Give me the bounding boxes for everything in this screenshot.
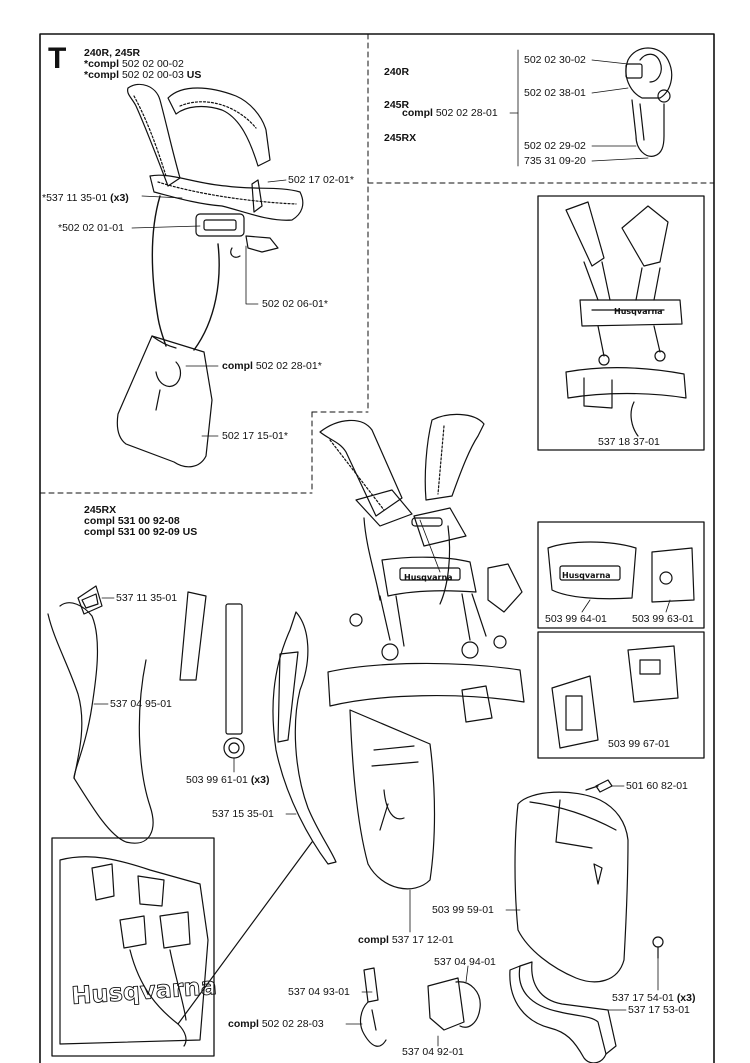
- detail-inset-drawing: [59, 841, 313, 1047]
- strap-mid-drawing: [223, 603, 245, 759]
- part-label: compl 537 17 12-01: [358, 934, 454, 946]
- harness-box-frame: [537, 195, 705, 451]
- part-label: 537 17 53-01: [628, 1004, 690, 1016]
- part-label: compl 502 02 28-03: [228, 1018, 324, 1030]
- part-label: 503 99 63-01: [632, 613, 694, 625]
- brand-mark-pad: Husqvarna: [562, 571, 611, 580]
- compl-suffix: US: [186, 69, 202, 81]
- model-name: 245RX: [384, 132, 417, 144]
- bolt-drawing: [652, 936, 664, 959]
- part-label: 501 60 82-01: [626, 780, 688, 792]
- harness-245rx-drawing: [319, 413, 525, 890]
- part-label: *537 11 35-01 (x3): [42, 192, 129, 204]
- part-label: 503 99 67-01: [608, 738, 670, 750]
- part-label: 502 02 06-01*: [262, 298, 328, 310]
- part-label: 502 02 38-01: [524, 87, 586, 99]
- leaders-top-right: [509, 49, 649, 167]
- compl-number-2: 502 02 00-03: [121, 69, 184, 81]
- model-title-245rx: 245RX: [84, 504, 117, 516]
- brand-mark-box: Husqvarna: [614, 307, 663, 316]
- section-letter: T: [48, 42, 67, 75]
- part-label: 537 18 37-01: [598, 436, 660, 448]
- strap-left-drawing: [47, 585, 207, 844]
- rx-compl-2: compl 531 00 92-09 US: [84, 526, 198, 538]
- detail-inset-frame: [51, 837, 215, 1057]
- svg-text:Husqvarna: Husqvarna: [70, 972, 217, 1010]
- part-label: 537 04 92-01: [402, 1046, 464, 1058]
- section-dividers: [39, 33, 715, 494]
- frame-drawing: [509, 961, 617, 1063]
- screw-drawing: [585, 779, 613, 793]
- clip-box-drawing: [551, 645, 679, 749]
- part-label: 537 04 95-01: [110, 698, 172, 710]
- compl-number-1: 502 02 00-02: [121, 58, 184, 70]
- part-label: compl 502 02 28-01*: [222, 360, 322, 372]
- model-name: 240R: [384, 66, 410, 78]
- compl-word: *compl: [84, 58, 120, 70]
- part-label: 537 11 35-01: [116, 592, 178, 604]
- brand-marks: Husqvarna Husqvarna Husqvarna: [404, 307, 663, 582]
- compl-line-1: *compl 502 02 00-02: [84, 58, 184, 70]
- hook-a-drawing: [359, 967, 387, 1047]
- part-label: *502 02 01-01: [58, 222, 124, 234]
- part-label: 537 04 94-01: [434, 956, 496, 968]
- snap-hook-drawing: [625, 47, 673, 157]
- rx-compl-1: compl 531 00 92-08: [84, 515, 180, 527]
- model-title-240r: 240R, 245R: [84, 47, 141, 59]
- harness-240r-drawing: [116, 83, 304, 468]
- harness-box-drawing: [565, 201, 687, 437]
- hip-pad-drawing: [514, 791, 629, 983]
- brand-mark-inset: Husqvarna: [70, 971, 218, 1010]
- part-label: 502 02 30-02: [524, 54, 586, 66]
- page-frame: [39, 33, 715, 1063]
- pad-box-drawing: [547, 541, 695, 603]
- part-label: 502 02 29-02: [524, 140, 586, 152]
- compl-word: *compl: [84, 69, 120, 81]
- snap-hook-compl: compl 502 02 28-01: [402, 107, 498, 119]
- pad-box-frame: [537, 521, 705, 629]
- hook-b-drawing: [427, 977, 481, 1031]
- part-label: 503 99 64-01: [545, 613, 607, 625]
- leaders-rx: [93, 519, 671, 1047]
- part-label: 735 31 09-20: [524, 155, 586, 167]
- shoulder-pad-drawing: [272, 611, 337, 865]
- part-label: 537 04 93-01: [288, 986, 350, 998]
- clip-box-frame: [537, 631, 705, 759]
- leaders-top-left: [131, 179, 287, 437]
- part-label: 537 17 54-01 (x3): [612, 992, 696, 1004]
- part-label: 502 17 15-01*: [222, 430, 288, 442]
- brand-mark-main: Husqvarna: [404, 573, 453, 582]
- compl-line-2: *compl 502 02 00-03 US: [84, 69, 201, 81]
- part-label: 502 17 02-01*: [288, 174, 354, 186]
- model-name: 245R: [384, 99, 410, 111]
- part-label: 503 99 61-01 (x3): [186, 774, 270, 786]
- part-label: 503 99 59-01: [432, 904, 494, 916]
- model-list-top-right: 240R 245R 245RX: [384, 45, 416, 155]
- part-label: 537 15 35-01: [212, 808, 274, 820]
